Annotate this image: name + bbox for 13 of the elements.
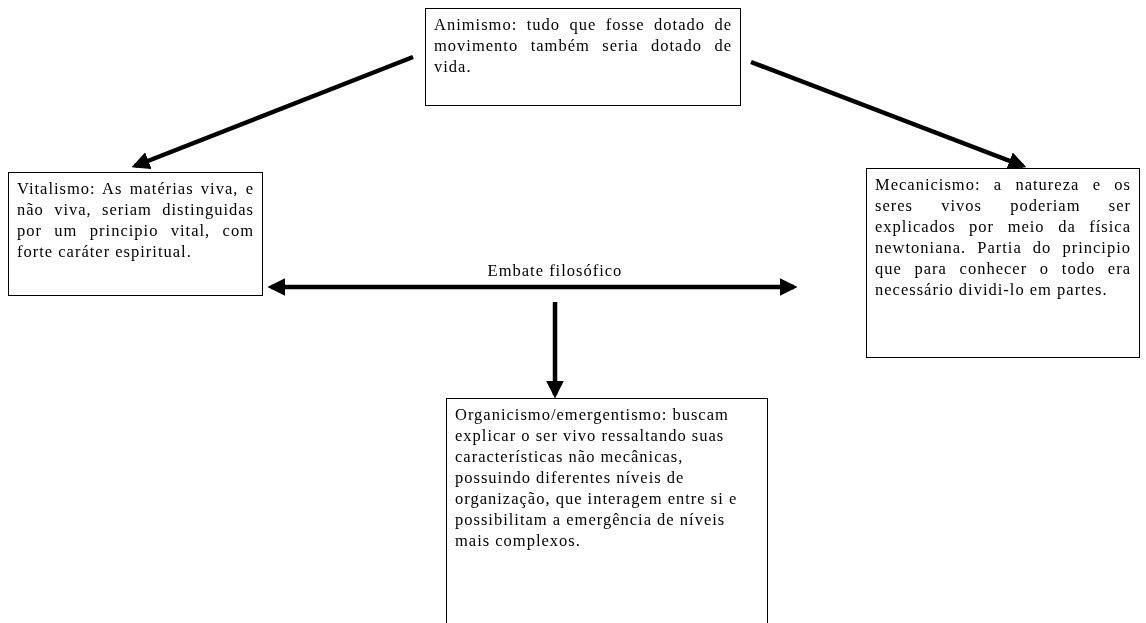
box-text: Organicismo/emergentismo: buscam explicar o ser vivo ressaltando suas características não mecânicas, possuindo diferentes níveis de organização, que interagem entre si e possibilitam a emergência de níveis mais complexos.	[455, 404, 739, 551]
arrow	[131, 54, 414, 170]
text-box	[8, 172, 263, 296]
box-text: Mecanicismo: a natureza e os seres vivos poderiam ser explicados por meio da física newtoniana. Partia do principio que para conhecer o todo era necessário dividi-lo em partes.	[875, 174, 1131, 300]
arrow	[267, 278, 798, 296]
text-box	[425, 8, 741, 106]
box-text: Animismo: tudo que fosse dotado de movimento também seria dotado de vida.	[434, 14, 732, 77]
arrow	[546, 302, 564, 399]
box-text: Vitalismo: As matérias viva, e não viva, seriam distinguidas por um principio vital, com forte caráter espiritual.	[17, 178, 254, 262]
text-box	[866, 168, 1140, 358]
arrow	[750, 59, 1027, 170]
node-label: Embate filosófico	[486, 260, 624, 281]
text-box	[446, 398, 768, 623]
